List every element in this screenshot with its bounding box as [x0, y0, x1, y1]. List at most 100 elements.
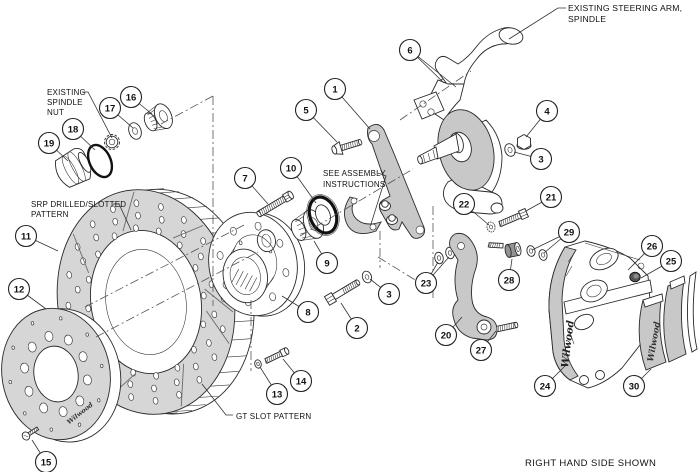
srp-label-line2: PATTERN — [31, 210, 69, 219]
vane-line — [144, 188, 164, 191]
callout-number: 14 — [296, 376, 307, 387]
drilled-hole — [133, 224, 139, 232]
vane-line — [159, 191, 179, 194]
assembly-label-line1: SEE ASSEMBLY — [323, 169, 386, 178]
gt-slot-line — [206, 310, 230, 344]
vane-line — [234, 320, 254, 323]
callout-balloon — [279, 156, 303, 180]
drilled-hole — [58, 406, 68, 417]
callout-balloon — [294, 98, 318, 122]
callout-number: 25 — [666, 256, 677, 267]
callout-number: 13 — [272, 389, 283, 400]
spline-line — [240, 273, 249, 288]
mount-stud — [487, 242, 504, 249]
drilled-hole — [229, 226, 237, 236]
callout-balloon — [61, 117, 85, 141]
drilled-hole — [24, 386, 34, 397]
drilled-hole — [158, 203, 164, 211]
callout-number: 3 — [386, 289, 391, 300]
drilled-hole — [192, 264, 199, 272]
callout-number: 26 — [647, 241, 658, 252]
callout-balloon — [34, 450, 58, 472]
vane-line — [200, 217, 220, 220]
srp-label-leader — [113, 203, 132, 231]
socket-bolt — [264, 347, 290, 364]
drilled-hole — [49, 427, 53, 432]
vane-line — [210, 384, 230, 387]
drilled-hole — [191, 346, 197, 354]
spline-line — [244, 275, 253, 290]
spline-line — [235, 271, 244, 286]
drilled-hole — [200, 320, 206, 329]
drilled-hole — [83, 374, 92, 386]
callout-balloon — [296, 300, 320, 324]
spindle-nut-label-line2: SPINDLE — [47, 98, 83, 107]
drilled-hole — [93, 233, 99, 242]
drilled-hole — [86, 275, 92, 284]
drilled-hole — [211, 353, 218, 361]
vane-line — [219, 371, 239, 373]
drilled-hole — [206, 339, 212, 347]
callout-number: 28 — [504, 275, 515, 286]
drilled-hole — [112, 217, 119, 226]
gt-slot-line — [180, 363, 185, 407]
callout-balloon — [37, 131, 61, 155]
drilled-hole — [23, 411, 27, 416]
o-ring-drawing — [86, 143, 114, 179]
callout-number: 17 — [105, 103, 116, 114]
drilled-hole — [111, 232, 118, 240]
washer — [434, 251, 444, 265]
drilled-hole — [27, 341, 37, 353]
drilled-hole — [97, 398, 101, 403]
drilled-hole — [63, 334, 73, 346]
flathead-screw — [331, 138, 363, 155]
callout-number: 16 — [126, 92, 137, 103]
gt-slot-line — [204, 288, 234, 313]
drilled-hole — [95, 250, 101, 258]
hub-bore-splines — [231, 268, 258, 292]
callout-layer: 1233456789101112131415161718192021222324… — [7, 38, 683, 472]
drilled-hole — [110, 205, 116, 213]
callout-balloon — [452, 192, 476, 216]
caliper-bracket-drawing — [344, 124, 426, 239]
drilled-hole — [152, 397, 159, 405]
callout-number: 27 — [476, 345, 487, 356]
washer — [486, 221, 496, 233]
gt-slot-label: GT SLOT PATTERN — [236, 412, 311, 421]
steering-arm-label-leader — [508, 7, 566, 40]
washer — [361, 270, 373, 284]
callout-balloon — [557, 220, 581, 244]
assembly-label-line2: INSTRUCTIONS — [323, 180, 385, 189]
drilled-hole — [153, 372, 159, 380]
wheel-stud — [256, 190, 294, 218]
callout-number: 23 — [421, 278, 432, 289]
callout-balloon — [345, 316, 369, 340]
spindle-steering-arm-drawing — [413, 27, 524, 215]
drilled-hole — [30, 321, 35, 326]
callout-balloon — [315, 251, 339, 275]
callout-number: 11 — [21, 231, 32, 242]
callout-number: 2 — [354, 323, 359, 334]
drilled-hole — [238, 240, 243, 246]
washer — [254, 359, 262, 369]
hardware-layer — [21, 78, 631, 441]
callout-number: 8 — [305, 307, 310, 318]
callout-number: 30 — [629, 381, 640, 392]
drilled-hole — [198, 252, 204, 261]
callout-balloon — [469, 338, 493, 362]
hex-bolt — [498, 207, 530, 228]
callout-balloon — [622, 374, 646, 398]
drilled-hole — [156, 227, 162, 236]
annotation-labels: EXISTING SPINDLE NUT SRP DRILLED/SLOTTED… — [31, 3, 682, 469]
callout-number: 1 — [332, 84, 338, 95]
vane-line — [174, 197, 194, 200]
callout-balloon — [323, 77, 347, 101]
rotor-hat-drawing: Wilwood — [1, 307, 122, 443]
callout-balloon — [529, 147, 553, 171]
spline-line — [231, 268, 240, 284]
spindle-nut-drawing — [104, 134, 120, 150]
drilled-hole — [211, 310, 218, 319]
orientation-note: RIGHT HAND SIDE SHOWN — [525, 458, 656, 469]
drilled-hole — [269, 292, 277, 302]
